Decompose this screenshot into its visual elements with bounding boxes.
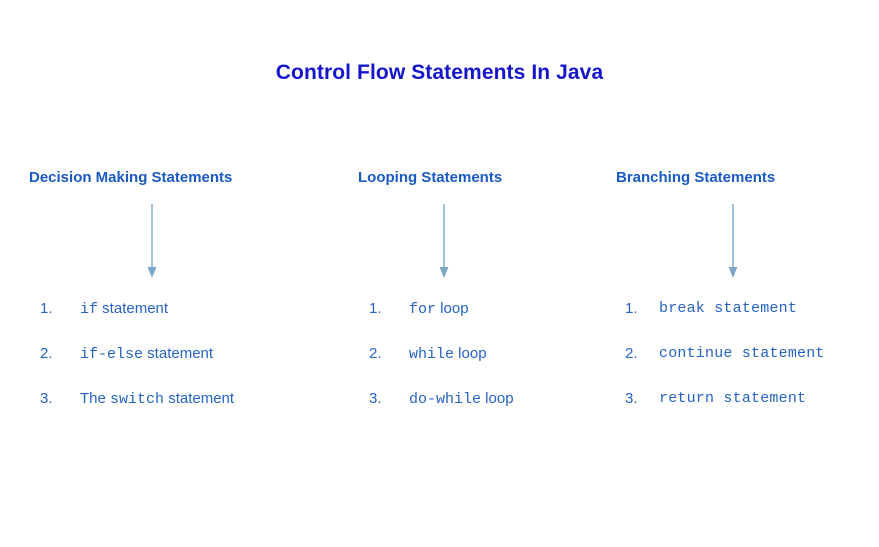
list-item: 1. if statement [29,298,329,343]
item-list: 1. if statement 2. if-else statement 3. … [29,298,329,433]
list-item: 3. do-while loop [358,388,603,433]
keyword-token: switch [110,391,165,408]
plain-token: statement [98,300,169,317]
column-heading: Branching Statements [616,169,776,186]
list-item-text: return statement [659,390,807,407]
keyword-token: if [80,301,99,318]
list-item-number: 3. [369,390,382,407]
page-title: Control Flow Statements In Java [275,61,604,84]
keyword-token: while [409,346,455,363]
list-item: 3. return statement [616,388,871,433]
item-list: 1. break statement 2. continue statement… [616,298,871,433]
list-item: 2. continue statement [616,343,871,388]
list-item: 1. for loop [358,298,603,343]
down-arrow-icon [145,204,159,280]
list-item-number: 1. [625,300,638,317]
column-heading: Looping Statements [358,169,503,186]
list-item: 2. while loop [358,343,603,388]
list-item: 3. The switch statement [29,388,329,433]
plain-token: statement [164,390,235,407]
column-heading: Decision Making Statements [29,169,233,186]
plain-token: statement [143,345,214,362]
list-item-number: 1. [40,300,53,317]
list-item-number: 2. [625,345,638,362]
keyword-token: for [409,301,437,318]
list-item-text: continue statement [659,345,825,362]
list-item: 1. break statement [616,298,871,343]
list-item: 2. if-else statement [29,343,329,388]
list-item-number: 3. [625,390,638,407]
list-item-text: if statement [80,298,168,321]
list-item-number: 2. [369,345,382,362]
plain-token: loop [481,390,514,407]
keyword-token: do-while [409,391,482,408]
list-item-text: for loop [409,298,469,321]
list-item-number: 2. [40,345,53,362]
item-list: 1. for loop 2. while loop 3. do-while lo… [358,298,603,433]
list-item-number: 1. [369,300,382,317]
plain-token: loop [436,300,469,317]
down-arrow-icon [437,204,451,280]
prefix-token: The [80,390,111,407]
plain-token: loop [454,345,487,362]
list-item-text: if-else statement [80,343,213,366]
list-item-text: do-while loop [409,388,514,411]
list-item-text: The switch statement [80,388,234,411]
list-item-text: break statement [659,300,798,317]
list-item-number: 3. [40,390,53,407]
down-arrow-icon [726,204,740,280]
list-item-text: while loop [409,343,487,366]
keyword-token: if-else [80,346,144,363]
